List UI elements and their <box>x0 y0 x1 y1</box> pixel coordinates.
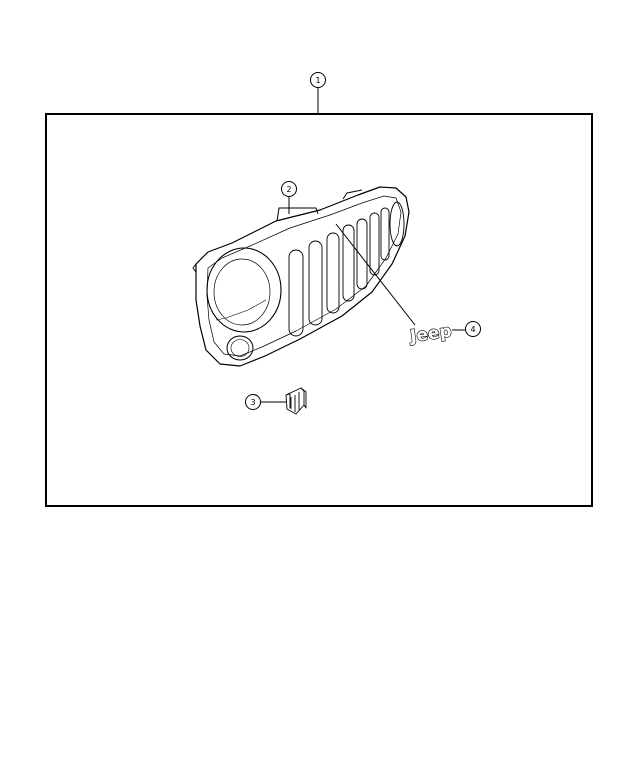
callout-1-label: 1 <box>315 76 320 85</box>
grille-clip <box>285 387 307 415</box>
grille-slots <box>288 207 390 337</box>
callout-4: 4 <box>452 321 481 337</box>
grille-panel <box>192 186 410 367</box>
mounting-tab-right <box>342 189 363 200</box>
right-lamp-opening <box>389 201 405 247</box>
headlamp-opening-inner <box>213 258 271 326</box>
callout-4-label: 4 <box>470 325 475 334</box>
callout-1: 1 <box>310 72 326 114</box>
headlamp-opening-outer <box>206 247 282 333</box>
fog-lamp-opening <box>226 335 254 361</box>
callout-3: 3 <box>245 394 286 410</box>
emblem-leader-line <box>335 223 416 326</box>
assembly-frame <box>45 113 593 507</box>
grille-inner-edge <box>206 195 402 357</box>
headlamp-bezel <box>215 299 267 321</box>
mounting-tab-top <box>276 207 319 222</box>
callout-2-label: 2 <box>286 185 291 194</box>
grille-outline <box>195 186 410 367</box>
mounting-tab-left <box>192 263 197 273</box>
callout-3-label: 3 <box>250 398 255 407</box>
callout-2: 2 <box>281 181 297 214</box>
